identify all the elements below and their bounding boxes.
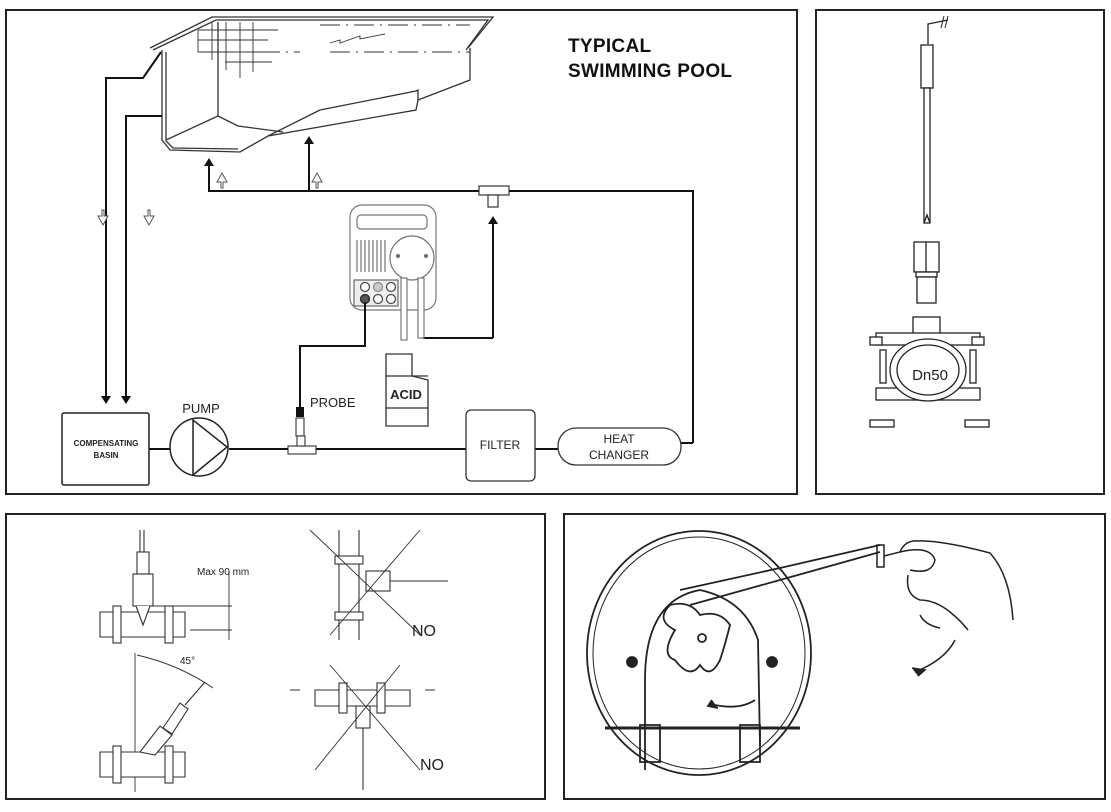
- no-label-2: NO: [420, 757, 444, 774]
- pipe-size-label: Dn50: [912, 367, 948, 384]
- angle-label: 45°: [180, 656, 195, 667]
- heat-changer-label-1: HEAT: [603, 432, 635, 446]
- heat-changer-label-2: CHANGER: [589, 448, 649, 462]
- dosing-pump-device: [349, 204, 437, 341]
- tube-replacement-panel: [563, 513, 1106, 800]
- probe-holder-panel: [815, 9, 1105, 495]
- main-circuit-line: [149, 442, 693, 450]
- pool-inlet-lines: [204, 136, 694, 443]
- pool-schematic-border: [5, 9, 798, 495]
- installation-wrong-downward: [290, 664, 435, 790]
- diagram-title: TYPICAL SWIMMING POOL: [568, 34, 732, 84]
- installation-correct-angled: [99, 653, 214, 792]
- installation-wrong-horizontal: [309, 529, 448, 640]
- pool-drain-lines: [101, 51, 162, 404]
- compensating-basin-label-2: BASIN: [94, 451, 119, 460]
- max-depth-label: Max 90 mm: [197, 567, 249, 578]
- pump-label: PUMP: [182, 401, 220, 416]
- title-line-1: TYPICAL: [568, 36, 652, 57]
- hand-illustration: [876, 540, 1014, 677]
- filter-label: FILTER: [480, 438, 521, 452]
- probe-label: PROBE: [310, 395, 356, 410]
- flow-direction-arrows: [97, 171, 323, 227]
- installation-orientation-panel: [5, 513, 546, 800]
- injection-tee-fitting: [478, 185, 510, 208]
- heat-changer-box: [557, 427, 682, 466]
- compensating-basin-label-1: COMPENSATING: [74, 439, 139, 448]
- pump-symbol: [169, 417, 229, 477]
- compensating-basin: [61, 412, 150, 486]
- probe-cable: [299, 302, 366, 410]
- acid-label: ACID: [390, 387, 422, 402]
- title-line-2: SWIMMING POOL: [568, 61, 733, 82]
- acid-tank: [385, 353, 429, 427]
- no-label-1: NO: [412, 623, 436, 640]
- probe-connector: [296, 407, 304, 417]
- filter-box: [465, 409, 536, 482]
- probe-holder-illustration: [869, 15, 990, 428]
- installation-correct-vertical: [99, 530, 232, 644]
- swimming-pool-illustration: [149, 16, 495, 153]
- peristaltic-pump-head: [586, 530, 881, 776]
